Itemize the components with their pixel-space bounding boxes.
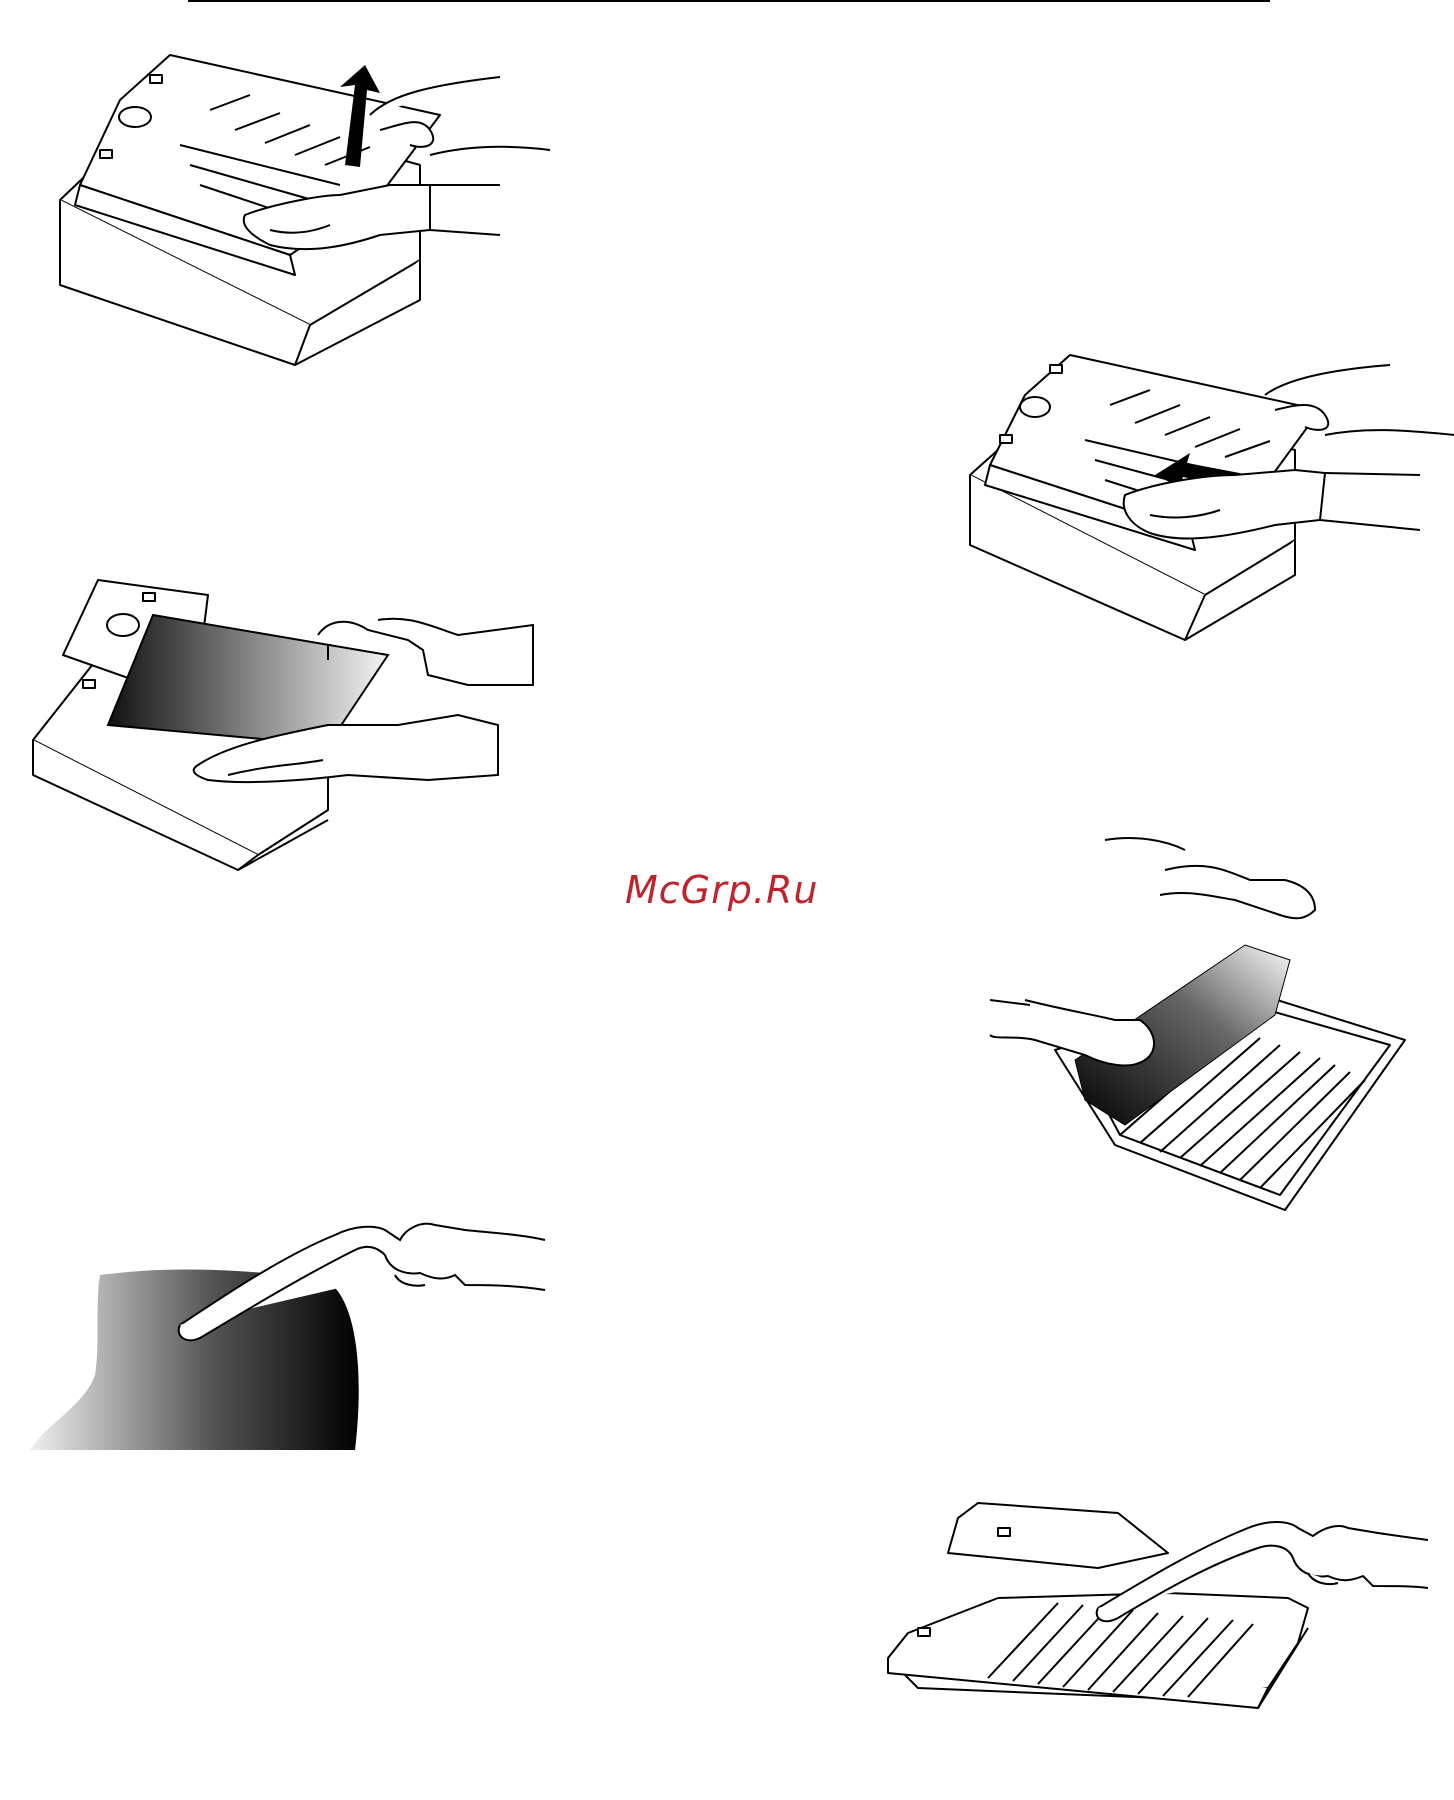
watermark: McGrp.Ru [625, 868, 818, 912]
figure-printer-cover-slide [965, 355, 1454, 655]
figure-scanner-lid-lift [905, 840, 1415, 1220]
figure-sheet-with-vacuum [25, 1205, 545, 1455]
top-rule [188, 0, 1270, 2]
figure-printer-cover-lift [50, 55, 540, 375]
figure-printer-open-toner-insert [28, 575, 538, 875]
figure-tray-vacuum-cleaning [868, 1498, 1428, 1788]
